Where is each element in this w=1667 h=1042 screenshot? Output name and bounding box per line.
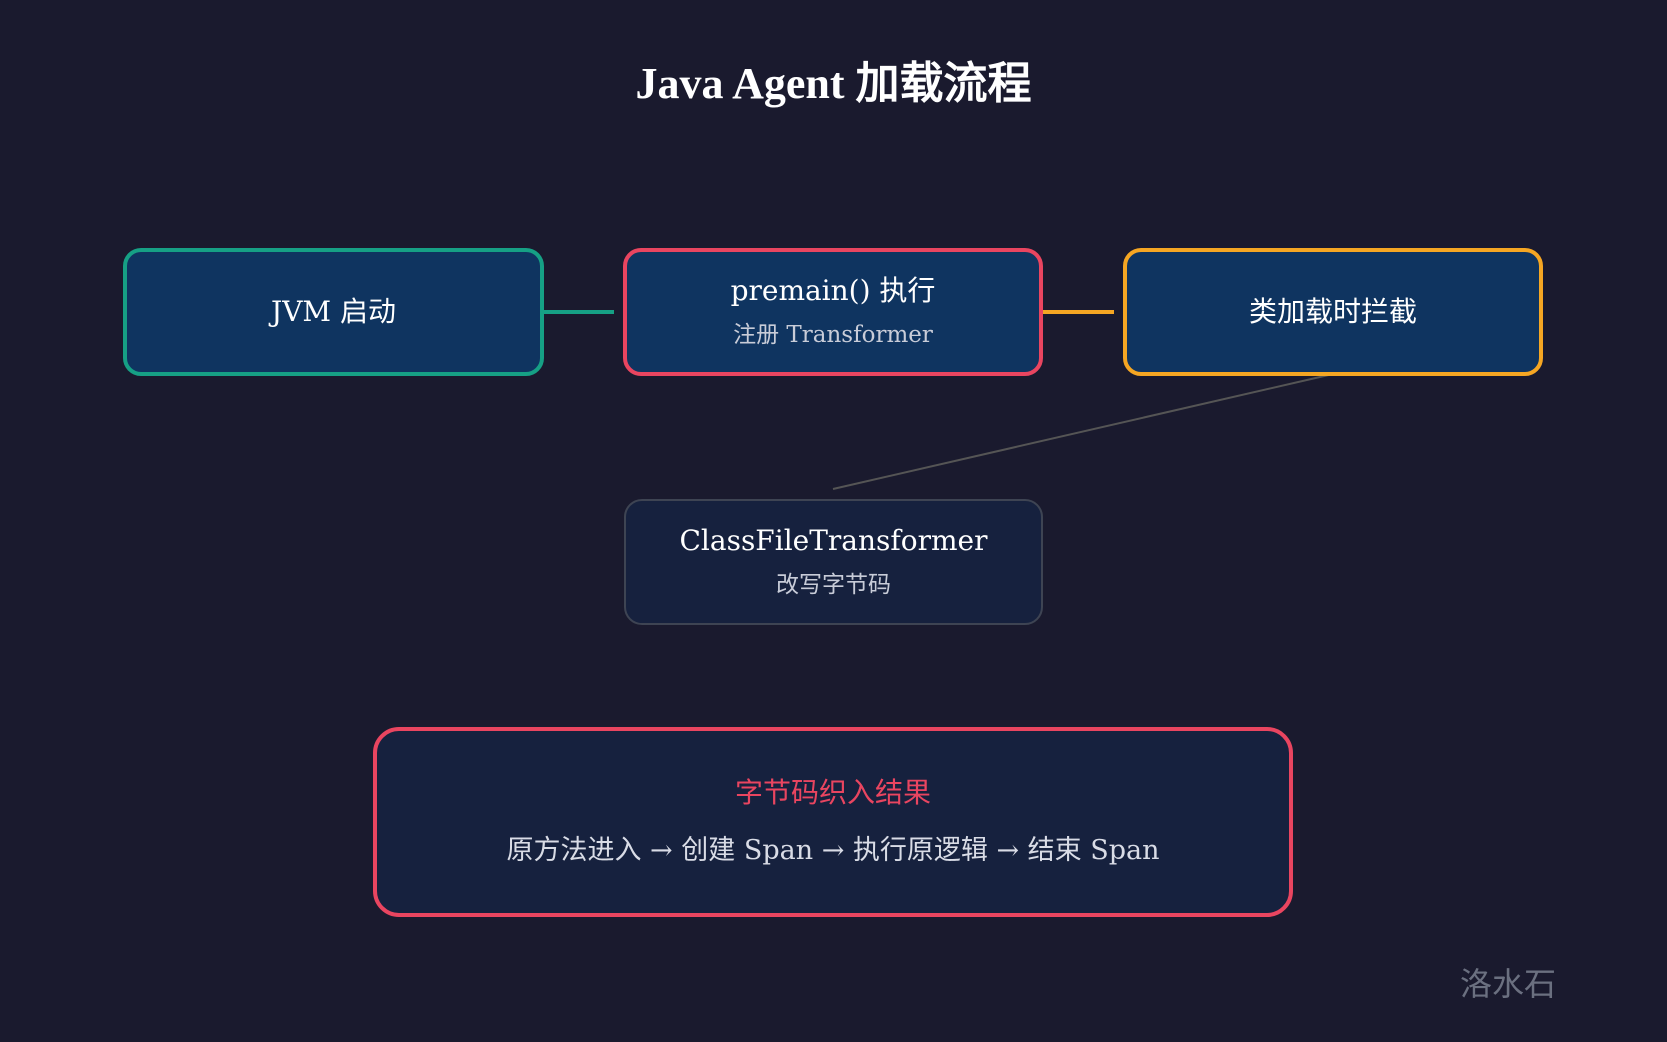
node-transformer-label: ClassFileTransformer xyxy=(679,524,988,557)
node-premain-label: premain() 执行 xyxy=(730,274,936,307)
node-intercept-label: 类加载时拦截 xyxy=(1248,295,1417,328)
connector-intercept-transformer xyxy=(832,373,1334,490)
watermark: 洛水石 xyxy=(1460,965,1557,1003)
node-class-file-transformer: ClassFileTransformer 改写字节码 xyxy=(624,499,1043,625)
node-premain: premain() 执行 注册 Transformer xyxy=(623,248,1043,376)
result-title: 字节码织入结果 xyxy=(734,776,931,809)
node-jvm-start-label: JVM 启动 xyxy=(270,295,397,328)
node-class-load-intercept: 类加载时拦截 xyxy=(1123,248,1543,376)
result-panel: 字节码织入结果 原方法进入 → 创建 Span → 执行原逻辑 → 结束 Spa… xyxy=(373,727,1293,917)
node-jvm-start: JVM 启动 xyxy=(123,248,544,376)
node-transformer-sublabel: 改写字节码 xyxy=(776,572,891,598)
node-premain-sublabel: 注册 Transformer xyxy=(733,322,933,348)
page-title: Java Agent 加载流程 xyxy=(635,59,1032,108)
result-body: 原方法进入 → 创建 Span → 执行原逻辑 → 结束 Span xyxy=(506,835,1160,866)
